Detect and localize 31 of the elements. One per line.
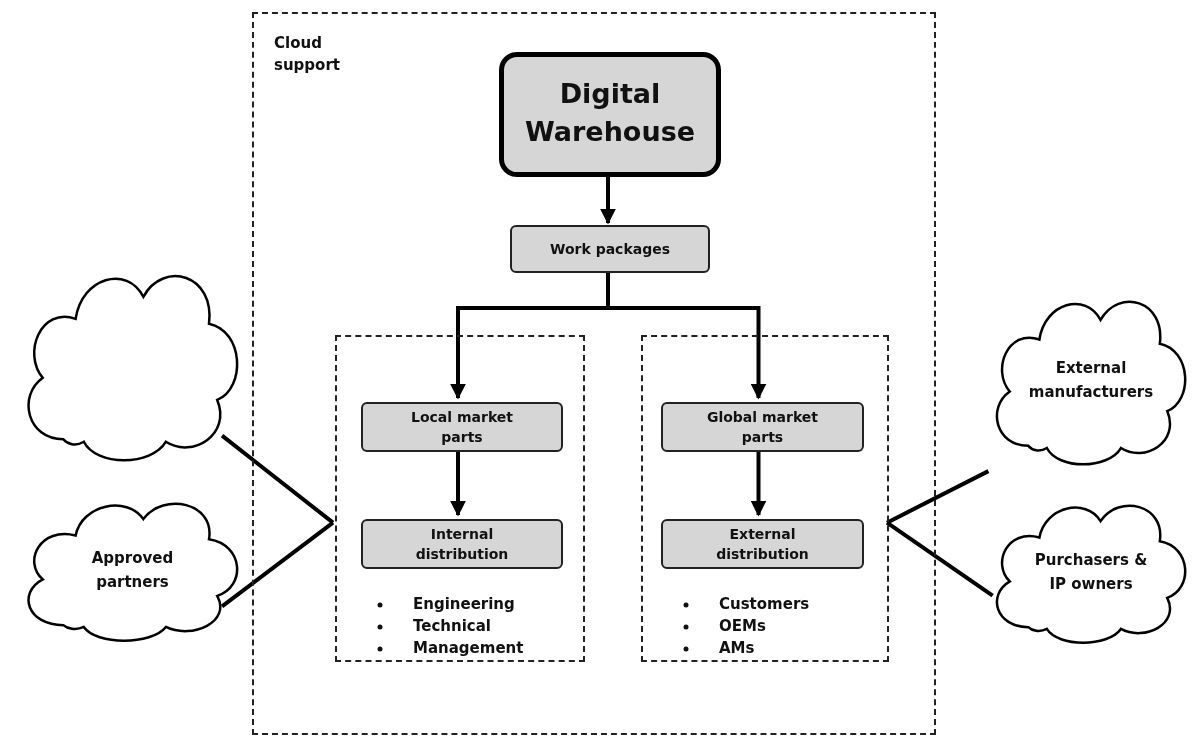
connector-line [886,469,990,525]
list-item: Customers [719,595,810,613]
process-box [510,225,710,273]
node-label: External manufacturers [1027,358,1155,404]
node-label: Work packages [549,240,671,259]
arrow [606,271,767,400]
dashed-group [335,335,585,662]
process-box [661,402,864,452]
warehouse-box [499,52,721,177]
node-label: Purchasers & IP owners [1033,550,1149,596]
node-label: Global market parts [705,408,820,447]
node-label: Internal distribution [414,525,510,564]
connector-line [220,434,335,525]
list-item: OEMs [719,617,766,635]
connector-line [885,521,994,598]
node-label: Approved partners [90,548,175,594]
process-box [361,402,563,452]
process-box [661,519,864,569]
region-label: Cloud support [274,33,341,76]
dashed-group [641,335,889,662]
list-item: Technical [413,617,491,635]
list-item: Management [413,639,524,657]
node-label: External distribution [715,525,810,564]
list-item: Engineering [413,595,515,613]
node-label: Digital Warehouse [523,77,696,149]
list-item: AMs [719,639,755,657]
connector-line [220,521,335,608]
arrow [600,175,616,225]
node-label: Local market parts [410,408,514,447]
process-box [361,519,563,569]
dashed-region [252,12,936,735]
